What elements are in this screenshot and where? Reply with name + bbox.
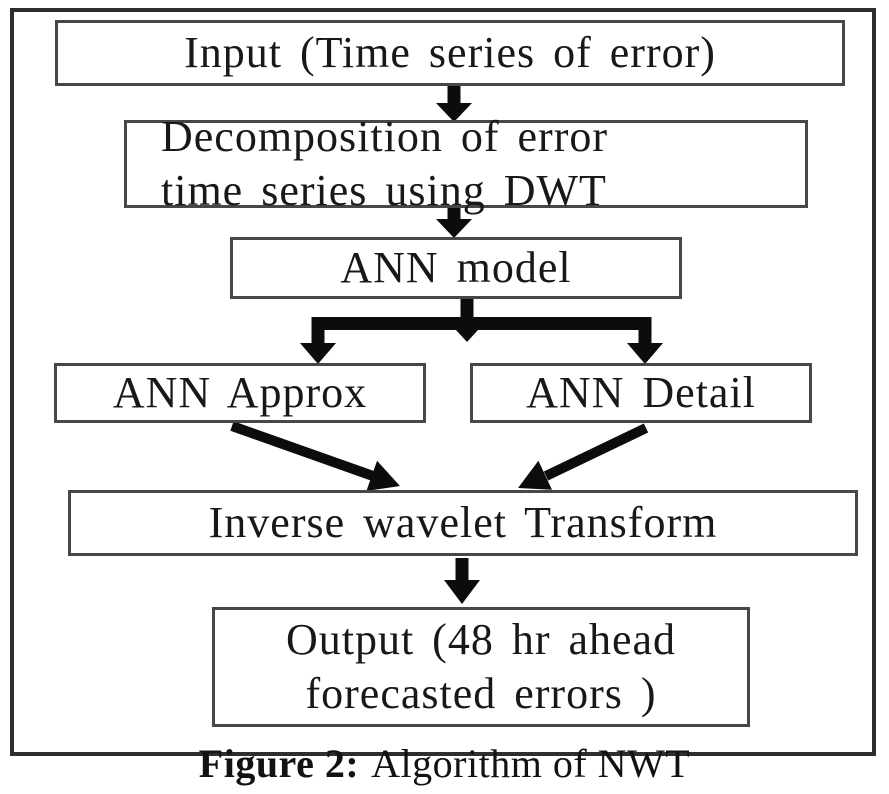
arrow-input-to-decomposition-icon (436, 86, 472, 122)
node-output-label: Output (48 hr ahead forecasted errors ) (285, 615, 677, 718)
node-ann-detail: ANN Detail (470, 363, 812, 423)
figure-caption-text: Algorithm of NWT (371, 741, 691, 786)
node-output: Output (48 hr ahead forecasted errors ) (212, 607, 750, 727)
node-ann-approx-label: ANN Approx (112, 368, 368, 418)
node-input: Input (Time series of error) (55, 20, 845, 86)
arrow-inverse-to-output-icon (444, 558, 480, 604)
node-ann-model: ANN model (230, 237, 682, 299)
node-decomposition: Decomposition of error time series using… (124, 112, 808, 215)
node-inverse-wavelet-label: Inverse wavelet Transform (208, 498, 718, 548)
node-ann-model-label: ANN model (340, 243, 572, 293)
figure-caption: Figure 2:Algorithm of NWT (0, 740, 889, 787)
node-ann-detail-label: ANN Detail (526, 368, 756, 418)
figure-caption-number: Figure 2: (198, 741, 360, 786)
node-ann-approx: ANN Approx (54, 363, 426, 423)
node-input-label: Input (Time series of error) (184, 28, 716, 78)
arrow-decomposition-to-annmodel-icon (436, 208, 472, 238)
node-decomposition-label: Decomposition of error time series using… (161, 112, 608, 215)
arrow-detail-to-inverse-icon (518, 423, 649, 490)
arrow-approx-to-inverse-icon (230, 421, 400, 491)
branch-annmodel-split-icon (300, 299, 663, 364)
node-inverse-wavelet: Inverse wavelet Transform (68, 490, 858, 556)
